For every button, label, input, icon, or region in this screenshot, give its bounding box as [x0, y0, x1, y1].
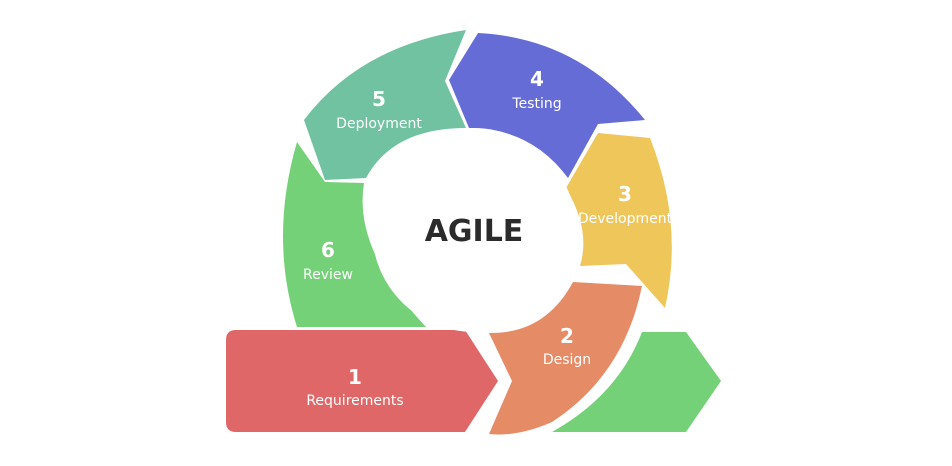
center-circle: [372, 128, 576, 332]
step-2-number: 2: [560, 324, 574, 348]
step-2-label: Design: [543, 352, 591, 368]
segment-requirements: [226, 330, 498, 432]
segment-design: [489, 282, 642, 435]
step-5-label: Deployment: [336, 116, 422, 132]
step-1-label: Requirements: [306, 393, 403, 409]
step-3-number: 3: [618, 182, 632, 206]
step-3-label: Development: [578, 211, 673, 227]
segment-review: [283, 142, 426, 327]
step-4-number: 4: [530, 67, 544, 91]
center-title: AGILE: [425, 214, 524, 249]
segment-development: [566, 133, 672, 308]
segment-deployment: [304, 30, 466, 180]
step-4-label: Testing: [511, 96, 561, 112]
step-1-number: 1: [348, 365, 362, 389]
segment-testing: [449, 33, 645, 178]
step-6-label: Review: [303, 267, 353, 283]
segment-exit-arrow: [552, 332, 721, 432]
step-5-number: 5: [372, 87, 386, 111]
step-6-number: 6: [321, 238, 335, 262]
